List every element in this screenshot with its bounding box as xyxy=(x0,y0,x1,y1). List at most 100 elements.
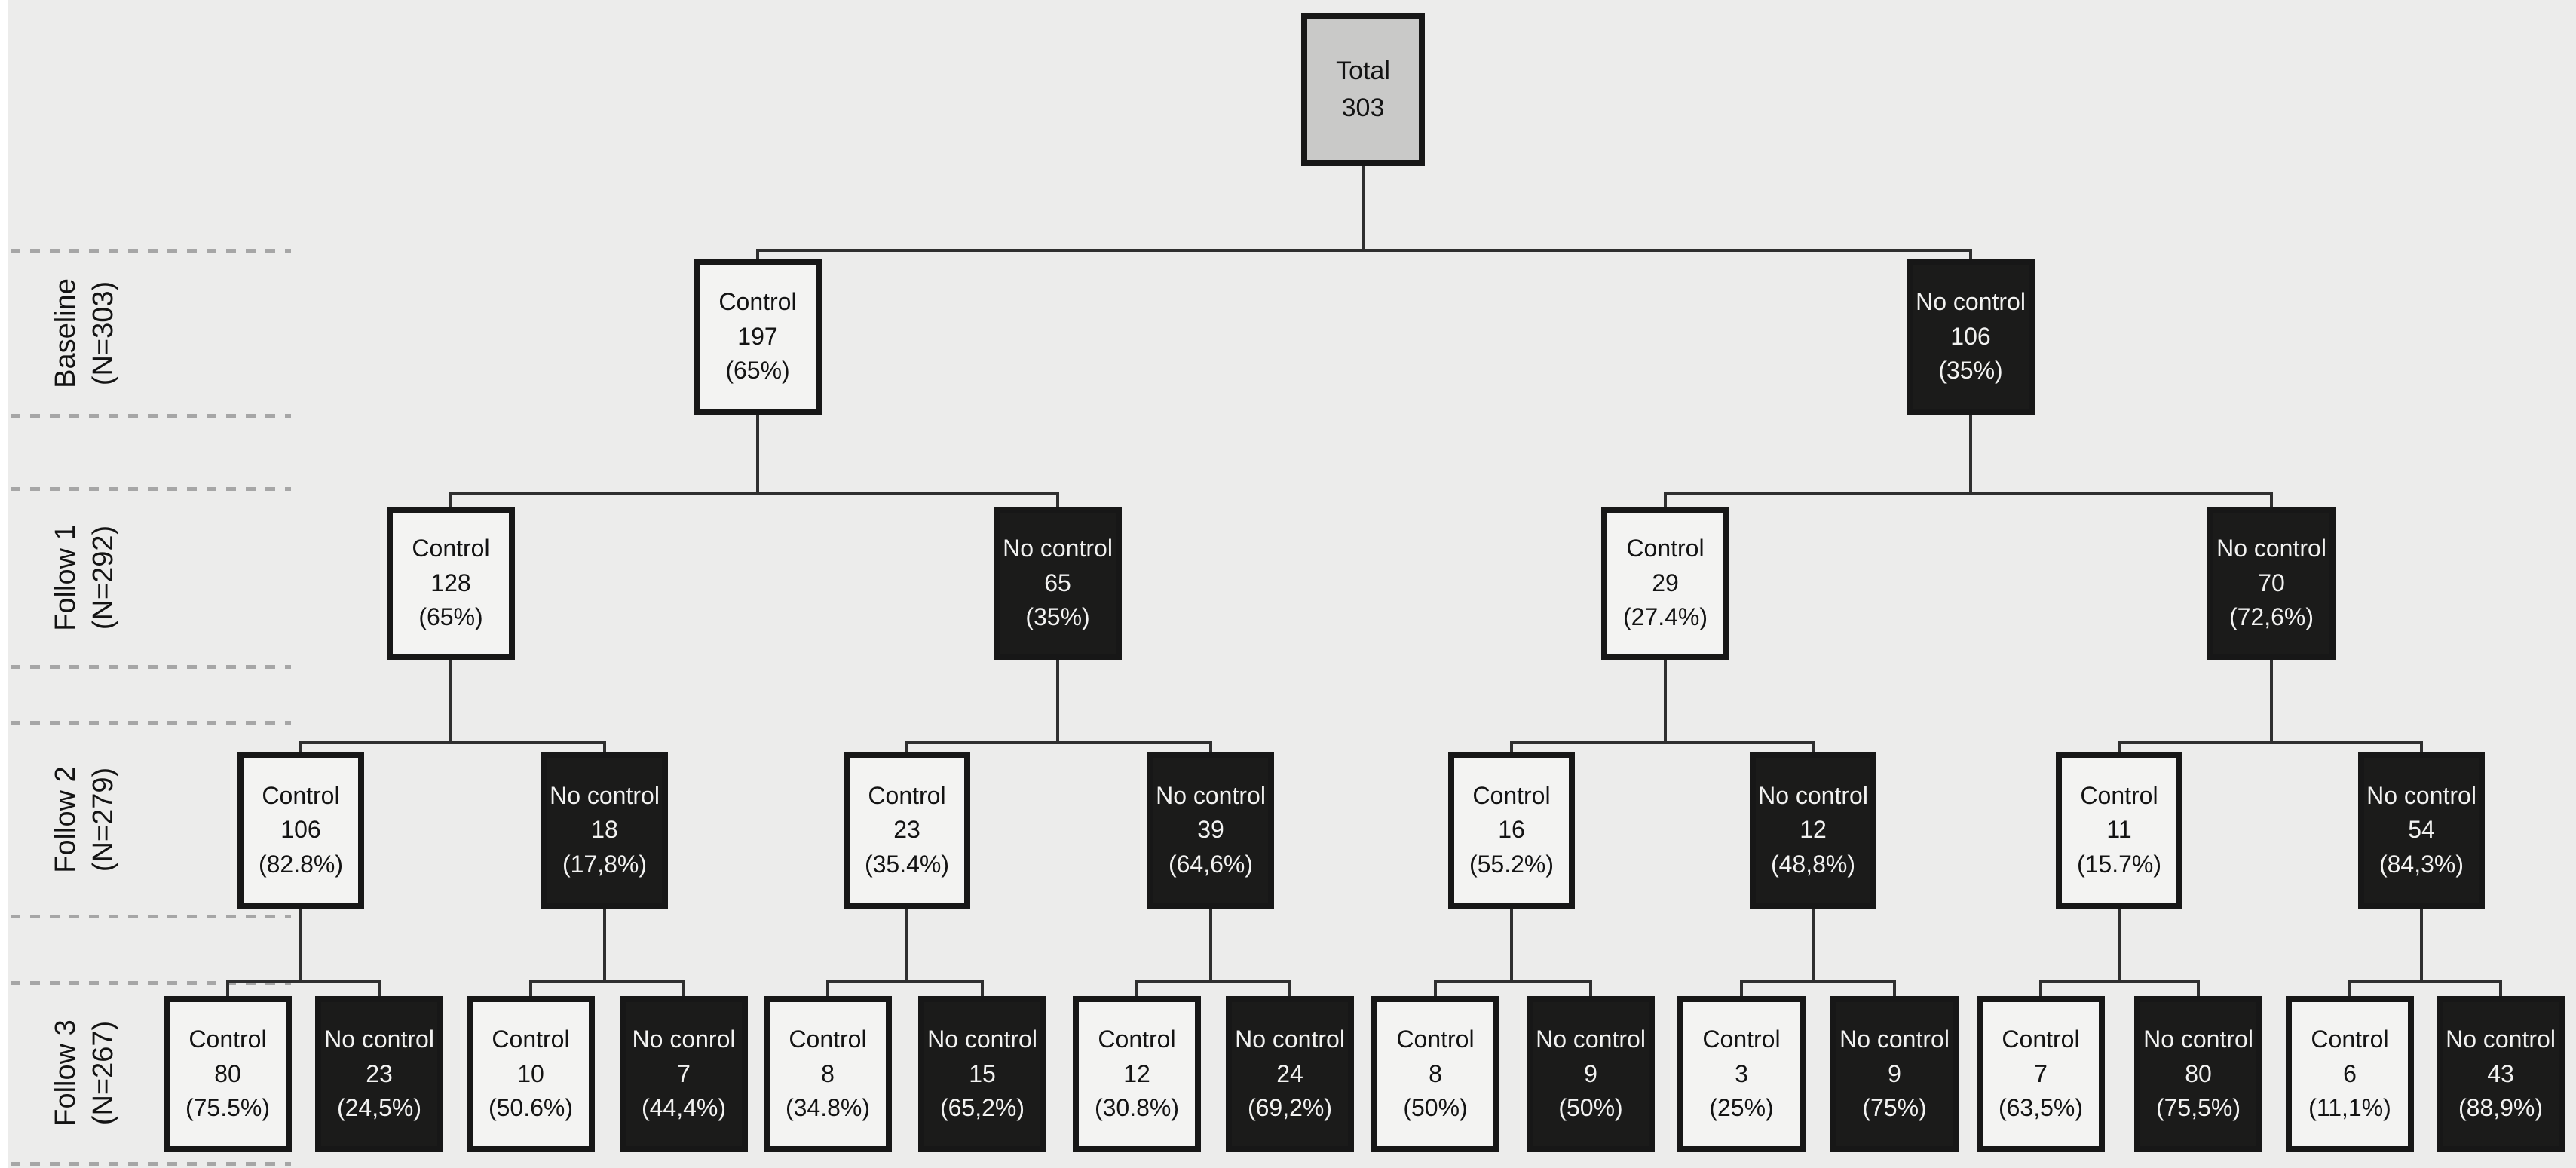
connector-line xyxy=(2499,980,2502,996)
node-percent: (75%) xyxy=(1862,1094,1927,1122)
node-label: Control xyxy=(868,781,946,809)
node-label: No control xyxy=(1235,1025,1345,1053)
connector-line xyxy=(1740,980,1743,996)
node-count: 128 xyxy=(430,569,471,596)
connector-line xyxy=(1969,249,1972,259)
connector-line xyxy=(2118,741,2423,744)
connector-line xyxy=(756,415,759,495)
connector-line xyxy=(1135,980,1138,996)
node-count: 9 xyxy=(1888,1059,1901,1087)
tree-node-f3d: No conrol 7 (44,4%) xyxy=(620,996,748,1152)
connector-line xyxy=(905,741,1212,744)
node-percent: (50%) xyxy=(1403,1094,1468,1122)
node-percent: (30.8%) xyxy=(1094,1094,1180,1122)
node-percent: (15.7%) xyxy=(2076,850,2162,878)
node-percent: (82.8%) xyxy=(258,850,344,878)
row-label-text: Follow 3 xyxy=(49,1019,81,1127)
node-count: 7 xyxy=(677,1059,691,1087)
connector-line xyxy=(449,492,452,507)
connector-line xyxy=(2270,492,2273,507)
node-percent: (11,1%) xyxy=(2308,1094,2391,1122)
connector-line xyxy=(603,741,606,752)
connector-line xyxy=(2348,980,2351,996)
connector-line xyxy=(1056,492,1059,507)
connector-line xyxy=(682,980,685,996)
connector-line xyxy=(1812,909,1815,983)
node-label: Control xyxy=(789,1025,867,1053)
connector-line xyxy=(529,980,685,983)
connector-line xyxy=(2348,980,2502,983)
page-left-margin xyxy=(0,0,8,1168)
node-count: 39 xyxy=(1197,816,1224,844)
node-count: 7 xyxy=(2034,1059,2048,1087)
node-label: Control xyxy=(2002,1025,2080,1053)
node-label: No control xyxy=(1758,781,1868,809)
connector-line xyxy=(2420,741,2423,752)
node-percent: (24,5%) xyxy=(336,1094,422,1122)
connector-line xyxy=(1510,909,1513,983)
node-count: 80 xyxy=(2185,1059,2212,1087)
connector-line xyxy=(1510,741,1815,744)
connector-line xyxy=(1209,909,1212,983)
connector-line xyxy=(2270,660,2273,744)
node-label: Control xyxy=(2311,1025,2389,1053)
node-percent: (50.6%) xyxy=(488,1094,574,1122)
node-label: No control xyxy=(1003,535,1113,563)
node-percent: (65%) xyxy=(418,603,483,631)
node-count: 80 xyxy=(214,1059,241,1087)
dotted-band-line xyxy=(11,1162,291,1166)
node-percent: (88,9%) xyxy=(2458,1094,2544,1122)
node-count: 54 xyxy=(2408,816,2435,844)
dotted-band-line xyxy=(11,721,291,725)
connector-line xyxy=(1056,660,1059,744)
node-percent: (72,6%) xyxy=(2228,603,2314,631)
node-label: No control xyxy=(2446,1025,2556,1053)
connector-line xyxy=(756,249,1972,252)
dotted-band-line xyxy=(11,249,291,253)
node-label: No control xyxy=(1916,288,2026,316)
connector-line xyxy=(826,980,829,996)
row-label-1: Follow 1(N=292) xyxy=(47,524,122,631)
node-percent: (63,5%) xyxy=(1998,1094,2084,1122)
dotted-band-line xyxy=(11,665,291,669)
node-count: 29 xyxy=(1652,569,1679,596)
connector-line xyxy=(1969,415,1972,495)
connector-line xyxy=(1812,741,1815,752)
connector-line xyxy=(1664,492,2273,495)
node-label: No control xyxy=(1156,781,1266,809)
connector-line xyxy=(226,980,381,983)
node-label: Control xyxy=(492,1025,570,1053)
node-count: 106 xyxy=(1950,322,1991,350)
row-label-text: (N=303) xyxy=(87,281,119,385)
node-percent: (64,6%) xyxy=(1168,850,1254,878)
connector-line xyxy=(1362,166,1365,252)
node-count: 12 xyxy=(1123,1059,1150,1087)
node-label: No conrol xyxy=(632,1025,736,1053)
node-count: 6 xyxy=(2343,1059,2357,1087)
node-percent: (44,4%) xyxy=(641,1094,727,1122)
node-count: 23 xyxy=(366,1059,393,1087)
node-percent: (35%) xyxy=(1938,357,2003,385)
row-label-text: (N=279) xyxy=(87,767,119,872)
row-label-3: Follow 3(N=267) xyxy=(47,1019,122,1127)
tree-node-nc106: No control 106 (35%) xyxy=(1907,259,2035,415)
node-percent: (35%) xyxy=(1025,603,1090,631)
connector-line xyxy=(299,909,302,983)
